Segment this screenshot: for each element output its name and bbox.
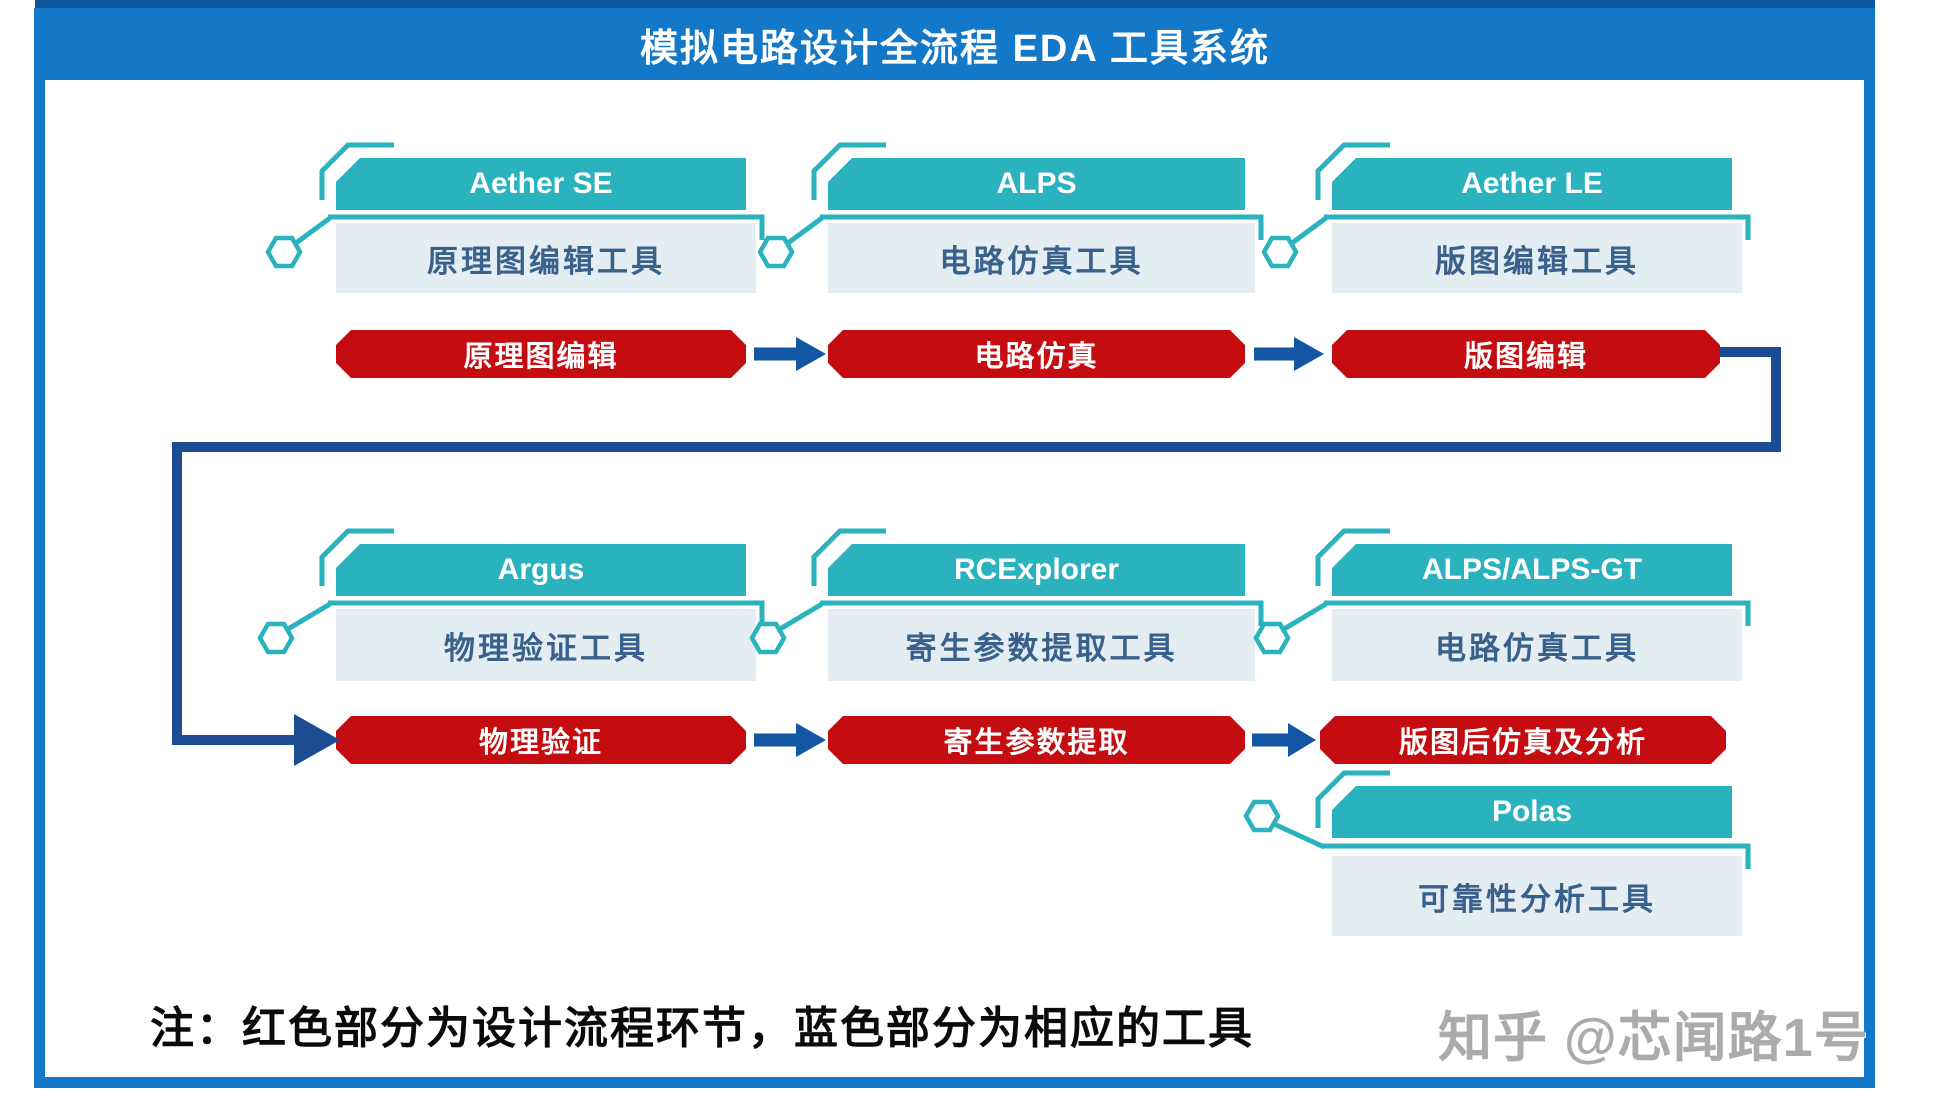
circuit-node-icon [257, 621, 295, 655]
tool-card-desc-aether-se: 原理图编辑工具 [336, 223, 756, 293]
tool-card-header-rcexplorer: RCExplorer [828, 544, 1245, 596]
tool-card-header-alps-gt: ALPS/ALPS-GT [1332, 544, 1732, 596]
tool-card-desc-polas: 可靠性分析工具 [1332, 856, 1742, 936]
tool-card-desc-argus: 物理验证工具 [336, 609, 756, 681]
flow-node-parasitic-extraction: 寄生参数提取 [828, 716, 1245, 764]
flow-arrow-2 [1254, 337, 1324, 371]
circuit-node-icon [757, 235, 795, 269]
flow-arrow-4 [1252, 723, 1316, 757]
watermark: 知乎 @芯闻路1号 [1438, 1008, 1869, 1068]
flow-node-circuit-sim: 电路仿真 [828, 330, 1245, 378]
flow-node-post-layout-sim: 版图后仿真及分析 [1320, 716, 1726, 764]
flow-arrow-1 [754, 337, 826, 371]
tool-card-desc-aether-le: 版图编辑工具 [1332, 223, 1742, 293]
tool-card-desc-alps-gt: 电路仿真工具 [1332, 609, 1742, 681]
tool-card-header-aether-le: Aether LE [1332, 158, 1732, 210]
tool-card-header-aether-se: Aether SE [336, 158, 746, 210]
top-edge-strip [35, 0, 1875, 8]
circuit-node-icon [1253, 621, 1291, 655]
tool-card-header-polas: Polas [1332, 786, 1732, 838]
frame-border-bottom [34, 1077, 1875, 1088]
tool-card-header-alps: ALPS [828, 158, 1245, 210]
frame-border-left [34, 8, 45, 1088]
flow-arrow-3 [754, 723, 826, 757]
circuit-node-icon [265, 235, 303, 269]
flow-node-schematic-edit: 原理图编辑 [336, 330, 746, 378]
flow-node-layout-edit: 版图编辑 [1332, 330, 1720, 378]
circuit-node-icon [1243, 799, 1281, 833]
frame-border-right [1864, 8, 1875, 1088]
tool-card-desc-rcexplorer: 寄生参数提取工具 [828, 609, 1255, 681]
tool-card-header-argus: Argus [336, 544, 746, 596]
tool-card-desc-alps: 电路仿真工具 [828, 223, 1255, 293]
circuit-node-icon [749, 621, 787, 655]
legend-note: 注：红色部分为设计流程环节，蓝色部分为相应的工具 [150, 1004, 1254, 1053]
flow-node-physical-verification: 物理验证 [336, 716, 746, 764]
circuit-node-icon [1261, 235, 1299, 269]
diagram-title: 模拟电路设计全流程 EDA 工具系统 [35, 8, 1875, 80]
